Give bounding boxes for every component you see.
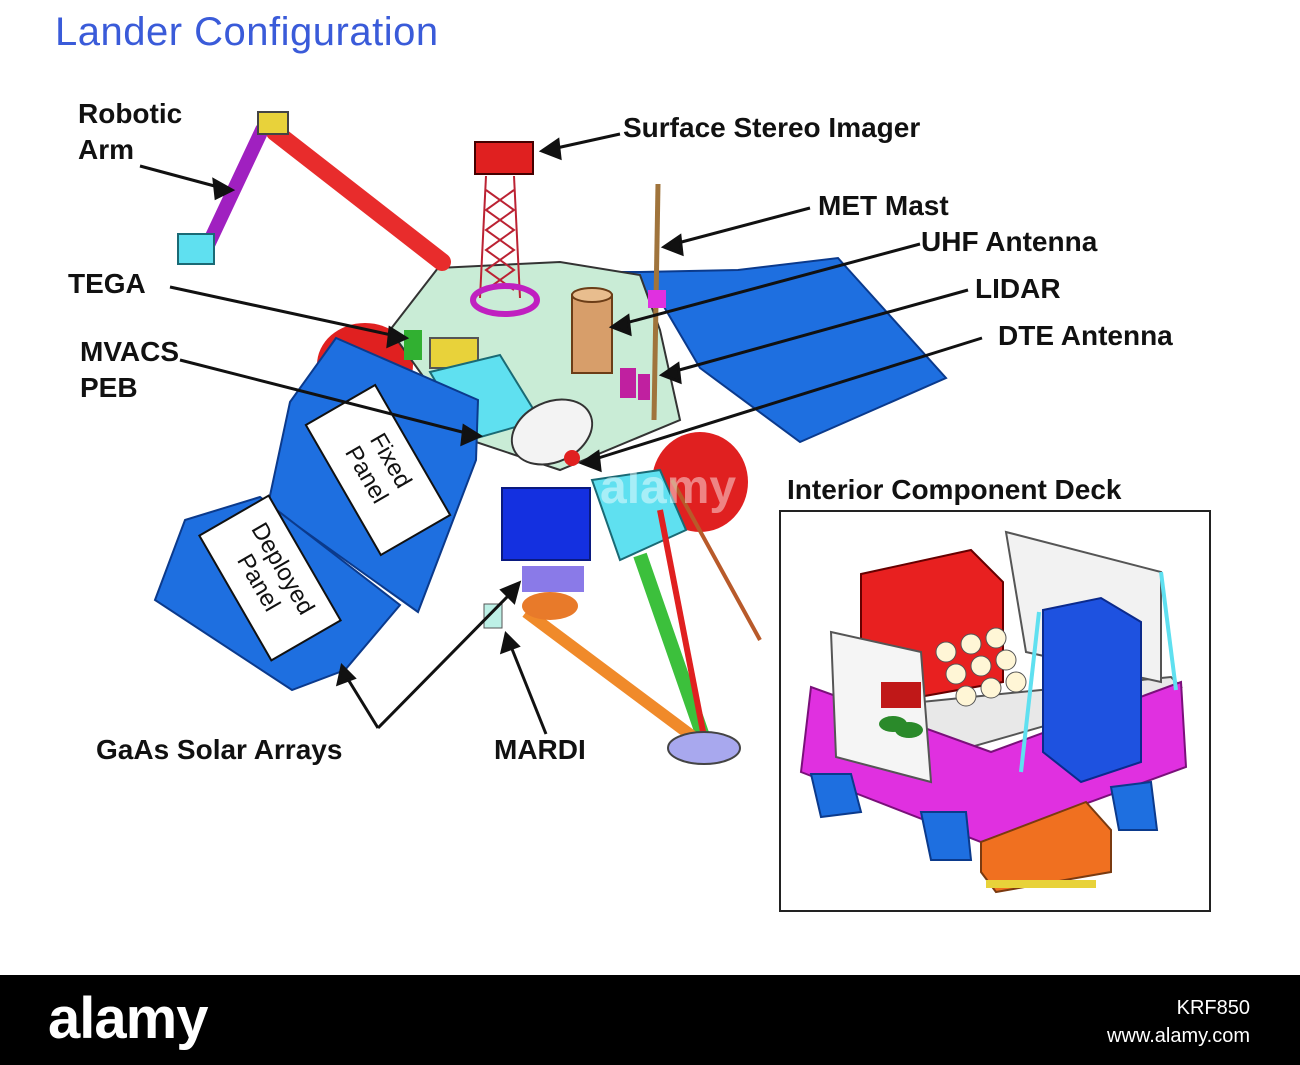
- orange-block: [980, 800, 1112, 894]
- robotic-arm-lower: [201, 123, 269, 252]
- mast-ring: [470, 283, 540, 317]
- label-gaas-solar-arrays: GaAs Solar Arrays: [96, 734, 343, 765]
- blue-cube: [1042, 596, 1142, 784]
- label-dte-antenna: DTE Antenna: [998, 320, 1173, 351]
- image-id: KRF850: [1176, 997, 1250, 1019]
- label-uhf-antenna: UHF Antenna: [921, 226, 1098, 257]
- lidar-unit: [620, 368, 636, 398]
- label-mvacs-peb: MVACS PEB: [80, 336, 180, 403]
- site-url[interactable]: www.alamy.com: [1107, 1025, 1250, 1047]
- diagram-canvas: Lander Configuration: [55, 10, 1211, 912]
- footer-logo[interactable]: alamy: [48, 986, 208, 1051]
- lander-leg-green: [633, 552, 712, 745]
- robotic-arm-upper: [266, 123, 451, 271]
- ssi-camera-head: [474, 141, 534, 175]
- label-robotic-arm: Robotic Arm: [78, 98, 183, 165]
- page-title: Lander Configuration: [55, 10, 439, 54]
- label-tega: TEGA: [68, 268, 146, 299]
- footer-bar: alamy KRF850 www.alamy.com: [0, 975, 1300, 1065]
- uhf-antenna-body: [571, 294, 613, 374]
- instrument-box: [501, 487, 591, 561]
- label-lidar: LIDAR: [975, 273, 1061, 304]
- inset-title: Interior Component Deck: [787, 474, 1122, 505]
- lander-illustration: [139, 111, 983, 765]
- interior-deck-illustration: [799, 530, 1188, 894]
- label-mardi: MARDI: [494, 734, 586, 765]
- interior-component-deck-inset: [779, 510, 1211, 912]
- ssi-mast-tower: [479, 175, 521, 299]
- footpad: [667, 731, 741, 765]
- lander-leg-orange: [522, 607, 704, 747]
- label-surface-stereo-imager: Surface Stereo Imager: [623, 112, 921, 143]
- label-met-mast: MET Mast: [818, 190, 949, 221]
- right-solar-panel: [584, 256, 948, 444]
- mardi-camera: [483, 603, 503, 629]
- watermark: alamy: [600, 461, 737, 514]
